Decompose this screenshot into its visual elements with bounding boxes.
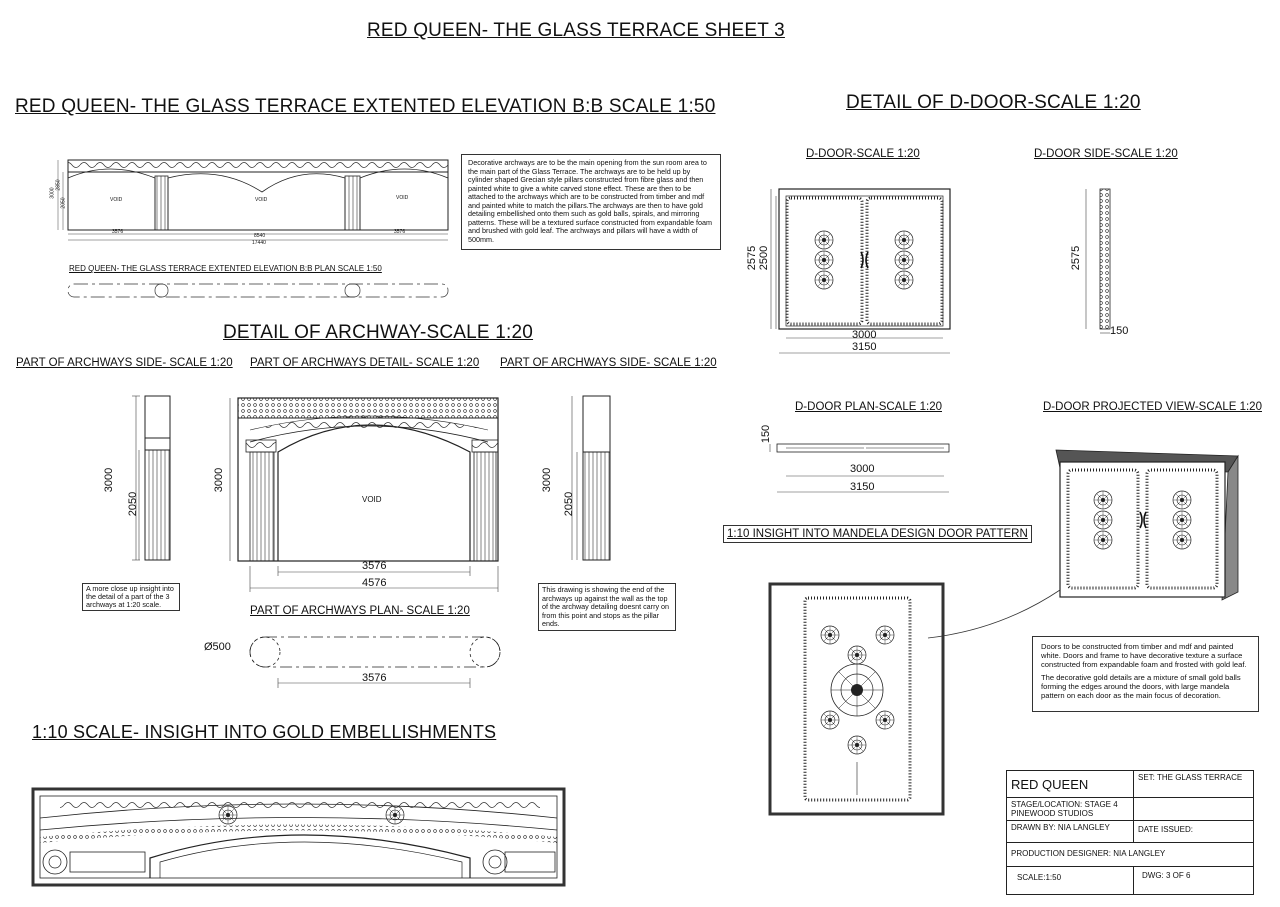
tb-scale: SCALE:1:50 [1007, 867, 1134, 894]
mandela-label: 1:10 INSIGHT INTO MANDELA DESIGN DOOR PA… [723, 525, 1032, 543]
door-note-line1: Doors to be constructed from timber and … [1041, 642, 1247, 670]
title-block: RED QUEEN SET: THE GLASS TERRACE STAGE/L… [1006, 770, 1254, 895]
archway-side-right [571, 395, 611, 561]
door-w3150: 3150 [852, 341, 877, 353]
embellishment-drawing [31, 787, 566, 887]
elevation-plan-drawing [67, 283, 449, 298]
archway-width-outer: 4576 [362, 577, 387, 589]
archway-side-right-label: PART OF ARCHWAYS SIDE- SCALE 1:20 [500, 357, 717, 369]
archway-note-right: This drawing is showing the end of the a… [538, 583, 676, 631]
archway-side-left-label: PART OF ARCHWAYS SIDE- SCALE 1:20 [16, 357, 233, 369]
door-plan-depth: 150 [760, 424, 773, 444]
door-plan-drawing [769, 443, 950, 493]
door-plan-w2: 3150 [850, 481, 875, 493]
door-front-drawing [770, 188, 951, 354]
elevation-void-2: VOID [255, 197, 268, 203]
tb-production-designer: PRODUCTION DESIGNER: NIA LANGLEY [1007, 843, 1253, 867]
door-plan-label: D-DOOR PLAN-SCALE 1:20 [795, 401, 942, 413]
archway-width-inner: 3576 [362, 560, 387, 572]
archway-detail-h3000: 3000 [213, 467, 226, 493]
door-note-line2: The decorative gold details are a mixtur… [1041, 672, 1241, 701]
door-title: DETAIL OF D-DOOR-SCALE 1:20 [846, 92, 1141, 113]
archway-plan-drawing [249, 636, 501, 688]
archway-title: DETAIL OF ARCHWAY-SCALE 1:20 [223, 322, 534, 343]
door-plan-w1: 3000 [850, 463, 875, 475]
archway-right-h3000: 3000 [541, 467, 554, 493]
door-side-h: 2575 [1070, 245, 1083, 271]
door-side-w: 150 [1110, 325, 1129, 337]
tb-date: DATE ISSUED: [1134, 821, 1253, 843]
elevation-plan-label: RED QUEEN- THE GLASS TERRACE EXTENTED EL… [69, 264, 382, 273]
archway-plan-label: PART OF ARCHWAYS PLAN- SCALE 1:20 [250, 605, 470, 617]
archway-plan-width: 3576 [362, 672, 387, 684]
elevation-dim-3: 3576 [394, 229, 406, 235]
door-front-label: D-DOOR-SCALE 1:20 [806, 148, 920, 160]
tb-dwg: DWG: 3 OF 6 [1142, 871, 1191, 880]
door-side-drawing [1085, 188, 1111, 334]
embellish-title: 1:10 SCALE- INSIGHT INTO GOLD EMBELLISHM… [32, 722, 497, 742]
door-note: Doors to be constructed from timber and … [1032, 636, 1259, 712]
door-side-label: D-DOOR SIDE-SCALE 1:20 [1034, 148, 1178, 160]
tb-set: SET: THE GLASS TERRACE [1134, 771, 1253, 798]
archway-note-left: A more close up insight into the detail … [82, 583, 180, 611]
archway-left-h3000: 3000 [103, 467, 116, 493]
archway-detail-drawing [229, 397, 499, 592]
tb-blank [1134, 798, 1253, 821]
elevation-title: RED QUEEN- THE GLASS TERRACE EXTENTED EL… [15, 96, 716, 117]
tb-drawn-by: DRAWN BY: NIA LANGLEY [1007, 821, 1134, 843]
door-w3000: 3000 [852, 329, 877, 341]
tb-project: RED QUEEN [1007, 771, 1134, 798]
elevation-void-3: VOID [396, 195, 409, 201]
sheet-title: RED QUEEN- THE GLASS TERRACE SHEET 3 [367, 20, 785, 41]
elevation-height-3: 2050 [60, 197, 67, 209]
elevation-height-2: 2850 [55, 179, 62, 191]
elevation-dim-2: 8540 [254, 233, 266, 239]
archway-left-h2050: 2050 [127, 491, 140, 517]
archway-right-h2050: 2050 [563, 491, 576, 517]
elevation-dim-1: 3576 [112, 229, 124, 235]
door-h2575: 2575 [746, 245, 759, 271]
archway-detail-label: PART OF ARCHWAYS DETAIL- SCALE 1:20 [250, 357, 480, 369]
tb-stage: STAGE/LOCATION: STAGE 4 PINEWOOD STUDIOS [1007, 798, 1134, 821]
archway-side-left [132, 395, 171, 561]
mandela-pattern-drawing [768, 582, 945, 816]
elevation-void-1: VOID [110, 197, 123, 203]
elevation-drawing [57, 159, 449, 241]
archway-void-label: VOID [362, 495, 382, 504]
archway-plan-diameter: Ø500 [204, 641, 231, 653]
door-projected-drawing [927, 449, 1239, 639]
elevation-note: Decorative archways are to be the main o… [461, 154, 721, 250]
elevation-dim-total: 17440 [252, 240, 266, 246]
door-h2500: 2500 [758, 245, 771, 271]
door-projected-label: D-DOOR PROJECTED VIEW-SCALE 1:20 [1043, 401, 1262, 413]
